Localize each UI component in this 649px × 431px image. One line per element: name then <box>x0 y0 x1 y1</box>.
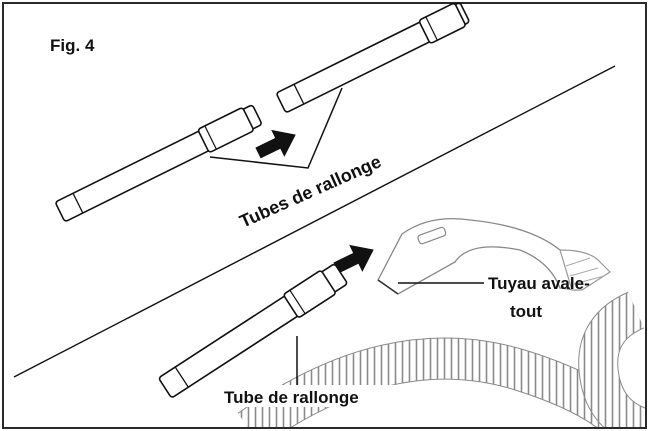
label-hose-line2: tout <box>510 302 542 321</box>
arrow-right-icon <box>255 129 296 159</box>
extension-tube-right <box>276 2 470 113</box>
extension-tube-left <box>55 104 262 222</box>
figure-title: Fig. 4 <box>50 36 95 55</box>
label-hose-line1: Tuyau avale- <box>488 274 590 293</box>
label-extension-tube: Tube de rallonge <box>224 388 359 407</box>
hose-handle <box>377 217 611 295</box>
label-bg <box>222 385 407 407</box>
extension-tube-lower <box>158 263 348 398</box>
arrow-right-icon <box>333 244 374 274</box>
leader-line-tubes <box>209 87 343 169</box>
separator-line <box>13 65 616 378</box>
